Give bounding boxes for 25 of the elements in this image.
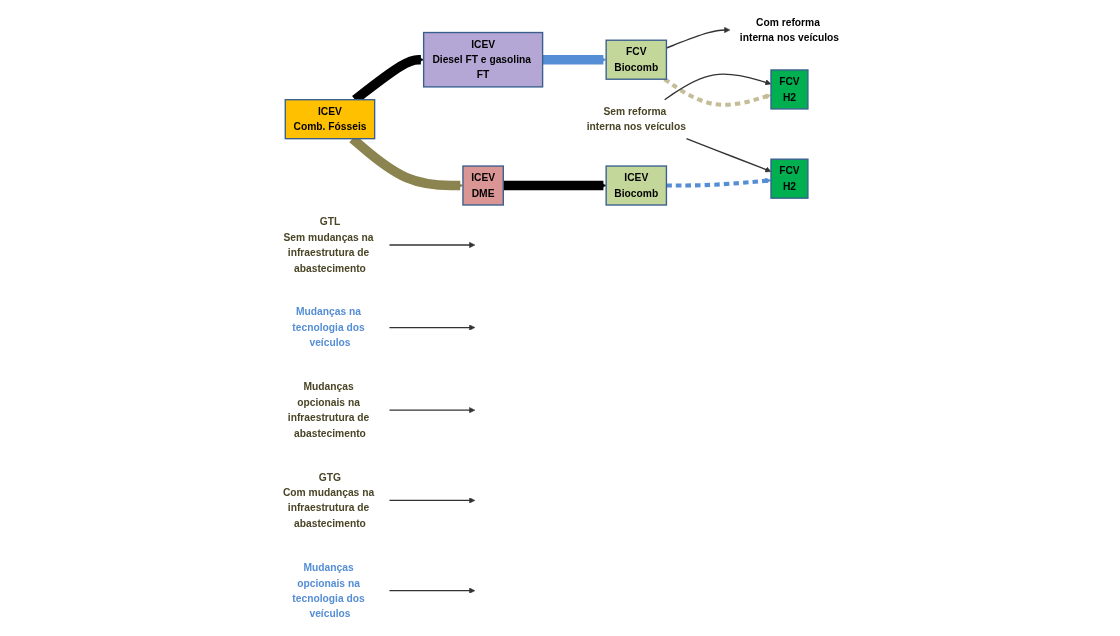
arrow (663, 77, 772, 107)
node-box: FCV H2 (770, 158, 809, 199)
node-text: Mudanças na tecnologia dos veículos (292, 305, 366, 349)
arrow (664, 73, 772, 101)
node-text: Mudanças opcionais na tecnologia dos veículos (292, 561, 366, 620)
node-text: Mudanças opcionais na infraestrutura de abastecimento (288, 380, 370, 439)
node-box: ICEV Biocomb (605, 165, 668, 206)
node-box: FCV H2 (770, 69, 809, 110)
arrow (666, 177, 772, 188)
node-text: GTG Com mudanças na infraestrutura de abastecimento (283, 470, 375, 529)
arrow (389, 407, 476, 414)
arrow (666, 26, 731, 49)
arrow (389, 324, 476, 331)
node-box: ICEV DME (462, 165, 505, 206)
node-box: ICEV Comb. Fósseis (284, 99, 376, 140)
arrow (503, 180, 607, 191)
node-text: Com reforma interna nos veículos (740, 15, 840, 43)
node-box: ICEV Diesel FT e gasolina FT (423, 31, 544, 88)
node-text: Sem reforma interna nos veículos (586, 105, 687, 133)
arrow (389, 587, 476, 594)
node-text: GTL Sem mudanças na infraestrutura de abastecimento (283, 215, 374, 274)
node-box: FCV Biocomb (605, 39, 668, 80)
arrow (389, 242, 476, 248)
arrow (389, 497, 476, 504)
arrow (686, 138, 772, 173)
